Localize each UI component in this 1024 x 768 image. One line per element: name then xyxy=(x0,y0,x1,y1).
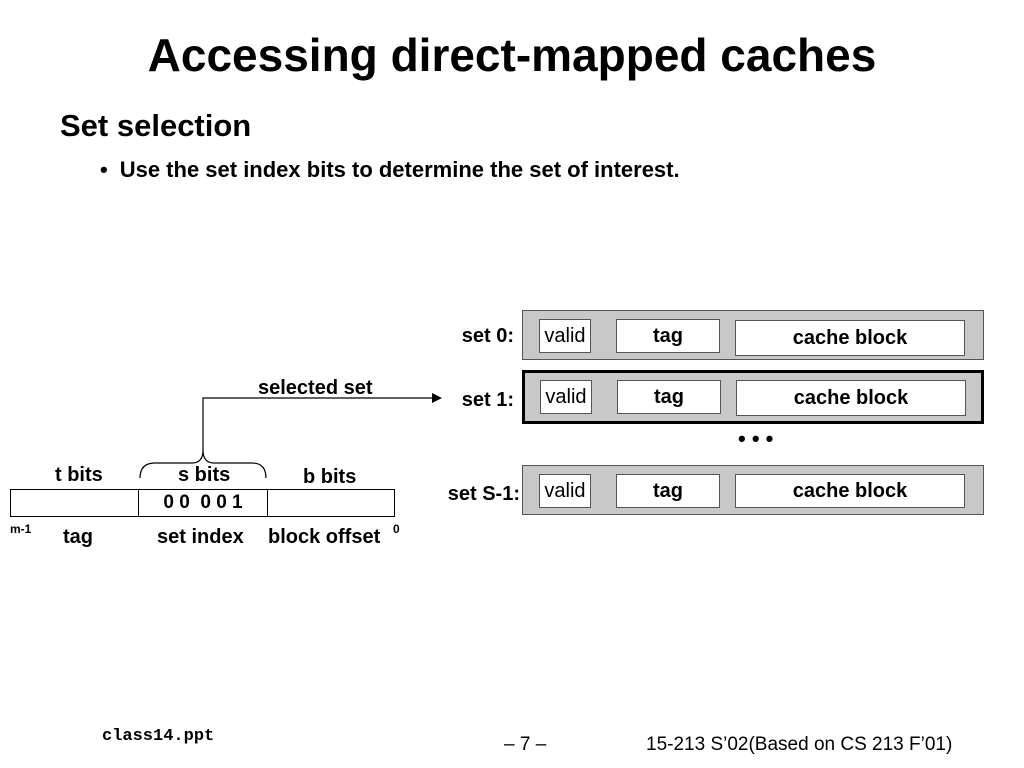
sets-ellipsis: • • • xyxy=(738,426,774,451)
set-s-1-tag: tag xyxy=(616,474,720,508)
high-bit-label: m-1 xyxy=(10,522,32,536)
footer-page-number: – 7 – xyxy=(504,734,547,755)
selected-set-arrow-line xyxy=(202,397,440,450)
cache-set-1-selected: valid tag cache block xyxy=(522,370,984,424)
set-s-1-label: set S-1: xyxy=(447,483,520,505)
set-0-tag: tag xyxy=(616,319,720,353)
b-bits-label: b bits xyxy=(303,466,357,488)
footer-course: 15-213 S’02(Based on CS 213 F’01) xyxy=(646,734,953,755)
selected-set-arrow-head xyxy=(432,393,442,403)
set-0-valid: valid xyxy=(539,319,591,353)
footer-filename: class14.ppt xyxy=(102,727,215,746)
set-0-label: set 0: xyxy=(461,325,514,347)
bullet-dot-icon: • xyxy=(100,157,108,182)
bullet-text: Use the set index bits to determine the … xyxy=(119,157,680,182)
slide-title: Accessing direct-mapped caches xyxy=(147,29,877,81)
block-offset-field-label: block offset xyxy=(268,526,381,548)
set-1-tag: tag xyxy=(617,380,721,414)
address-tag-field xyxy=(10,489,139,517)
bullet-item: • Use the set index bits to determine the… xyxy=(100,157,680,183)
set-s-1-cache-block: cache block xyxy=(735,474,965,508)
set-1-valid: valid xyxy=(540,380,592,414)
set-0-cache-block: cache block xyxy=(735,320,965,356)
address-set-index-field: 0 0 0 0 1 xyxy=(138,489,268,517)
low-bit-label: 0 xyxy=(393,522,400,536)
cache-set-0: valid tag cache block xyxy=(522,310,984,360)
cache-set-s-1: valid tag cache block xyxy=(522,465,984,515)
set-s-1-valid: valid xyxy=(539,474,591,508)
selected-set-label: selected set xyxy=(258,377,373,399)
s-bits-label: s bits xyxy=(178,464,231,486)
t-bits-label: t bits xyxy=(55,464,103,486)
tag-field-label: tag xyxy=(63,526,93,548)
set-index-field-label: set index xyxy=(157,526,244,548)
slide-subtitle: Set selection xyxy=(60,108,252,143)
address-block-offset-field xyxy=(267,489,395,517)
set-1-label: set 1: xyxy=(461,389,514,411)
set-index-value: 0 0 0 0 1 xyxy=(163,492,243,513)
s-bits-brace xyxy=(139,449,267,479)
set-1-cache-block: cache block xyxy=(736,380,966,416)
